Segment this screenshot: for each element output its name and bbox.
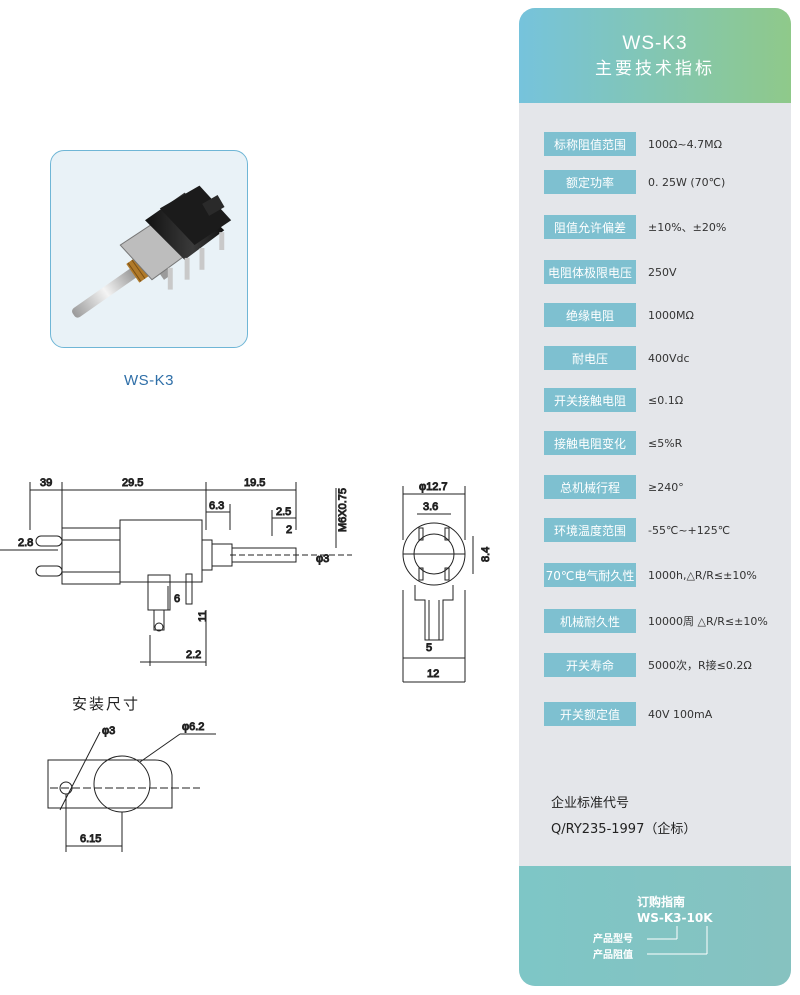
product-photo-card [50,150,248,348]
spec-row: 70℃电气耐久性 1000h,△R/R≤±10% [544,563,757,587]
dim-2-5: 2.5 [276,506,291,518]
spec-label: 总机械行程 [544,475,636,499]
spec-value: 250V [648,265,677,279]
spec-model: WS-K3 [622,32,688,54]
order-value-label: 产品阻值 [593,948,633,961]
spec-value: ≤0.1Ω [648,393,684,407]
dim-install-phi3: φ3 [102,725,115,737]
spec-label: 耐电压 [544,346,636,370]
spec-label: 机械耐久性 [544,609,636,633]
dim-11: 11 [197,611,209,622]
spec-label: 额定功率 [544,170,636,194]
spec-label: 电阻体极限电压 [544,260,636,284]
spec-value: ≥240° [648,480,684,494]
spec-label: 接触电阻变化 [544,431,636,455]
spec-label: 标称阻值范围 [544,132,636,156]
dim-2: 2 [286,524,292,536]
spec-value: ≤5%R [648,436,683,450]
spec-panel: WS-K3 主要技术指标 标称阻值范围 100Ω~4.7MΩ 额定功率 0. 2… [519,8,791,986]
spec-row: 电阻体极限电压 250V [544,260,677,284]
spec-row: 环境温度范围 -55℃~+125℃ [544,518,730,542]
spec-label: 阻值允许偏差 [544,215,636,239]
spec-subtitle: 主要技术指标 [595,58,715,79]
spec-label: 环境温度范围 [544,518,636,542]
spec-value: 400Vdc [648,351,690,365]
spec-row: 总机械行程 ≥240° [544,475,684,499]
dim-phi12-7: φ12.7 [419,481,448,493]
spec-row: 开关接触电阻 ≤0.1Ω [544,388,683,412]
spec-row: 耐电压 400Vdc [544,346,690,370]
order-code: WS-K3-10K [637,911,713,925]
dim-3-6: 3.6 [423,501,438,513]
dim-install-phi6-2: φ6.2 [182,721,204,733]
spec-label: 绝缘电阻 [544,303,636,327]
dim-19-5: 19.5 [244,477,265,489]
dim-8-4: 8.4 [480,547,492,562]
dim-39: 39 [40,477,52,489]
order-leader-lines [647,926,708,955]
spec-row: 标称阻值范围 100Ω~4.7MΩ [544,132,722,156]
spec-value: 1000h,△R/R≤±10% [648,568,757,582]
dim-2-8: 2.8 [18,537,33,549]
spec-row: 接触电阻变化 ≤5%R [544,431,682,455]
spec-value: 0. 25W (70℃) [648,175,726,189]
dim-6-3: 6.3 [209,500,224,512]
spec-label: 70℃电气耐久性 [544,563,636,587]
dim-phi3: φ3 [316,553,329,565]
order-title: 订购指南 [637,894,685,909]
spec-value: -55℃~+125℃ [648,523,731,537]
order-model-label: 产品型号 [593,932,633,945]
side-view-drawing: φ12.7 3.6 8.4 5 12 [385,470,510,690]
order-guide: 订购指南 WS-K3-10K 产品型号 产品阻值 [519,866,791,986]
dim-2-2: 2.2 [186,649,201,661]
spec-value: 10000周 △R/R≤±10% [648,615,768,628]
product-caption: WS-K3 [123,372,174,389]
install-drawing: φ3 φ6.2 6.15 [40,720,220,860]
spec-value: 40V 100mA [648,707,713,721]
spec-value: 1000MΩ [648,308,694,322]
spec-label: 开关寿命 [544,653,636,677]
spec-row: 开关额定值 40V 100mA [544,702,712,726]
spec-row: 机械耐久性 10000周 △R/R≤±10% [544,609,768,633]
spec-value: 5000次，R接≤0.2Ω [648,659,752,672]
standard-label: 企业标准代号 [551,796,630,811]
dim-6: 6 [174,593,180,605]
spec-value: ±10%、±20% [648,221,727,234]
spec-label: 开关额定值 [544,702,636,726]
spec-row: 绝缘电阻 1000MΩ [544,303,694,327]
spec-row: 开关寿命 5000次，R接≤0.2Ω [544,653,752,677]
dim-29-5: 29.5 [122,477,143,489]
install-title: 安装尺寸 [72,695,141,713]
dim-12: 12 [427,668,439,680]
spec-label: 开关接触电阻 [544,388,636,412]
dim-install-6-15: 6.15 [80,833,101,845]
standard-value: Q/RY235-1997（企标） [551,822,697,837]
potentiometer-photo [72,185,232,318]
spec-header: WS-K3 主要技术指标 [519,8,791,103]
spec-row: 阻值允许偏差 ±10%、±20% [544,215,726,239]
dim-m6: M6X0.75 [337,488,349,532]
spec-value: 100Ω~4.7MΩ [648,137,723,151]
spec-row: 额定功率 0. 25W (70℃) [544,170,725,194]
front-view-drawing: 39 29.5 19.5 6.3 2.5 2 M6X0.75 2.8 φ3 [0,470,380,670]
dim-5: 5 [426,642,432,654]
